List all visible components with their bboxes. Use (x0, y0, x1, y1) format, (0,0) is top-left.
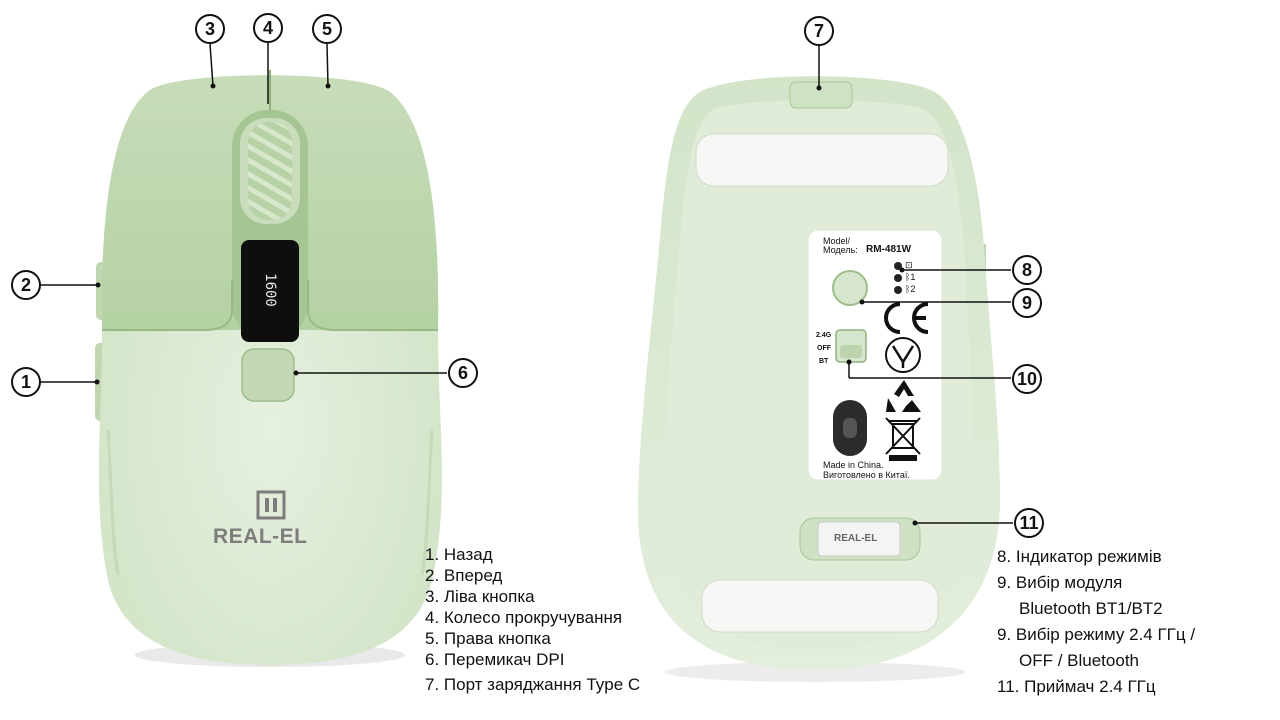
callout-6: 6 (448, 358, 478, 388)
callout-10: 10 (1012, 364, 1042, 394)
legend-item-9a: 9. Вибір модуля (997, 573, 1123, 592)
glide-foot-top (695, 133, 949, 187)
legend-item-5: 5. Права кнопка (425, 629, 551, 648)
switch-label-24g: 2.4G (816, 332, 832, 339)
dpi-readout: 1600 (262, 273, 278, 307)
legend-item-7: 7. Порт заряджання Type C (425, 675, 641, 694)
switch-label-off: OFF (817, 345, 831, 352)
legend-item-3: 3. Ліва кнопка (425, 587, 535, 606)
legend-item-8: 8. Індикатор режимів (997, 547, 1162, 566)
made-in-ua: Виготовлено в Китаї. (823, 470, 910, 480)
legend-item-6: 6. Перемикач DPI (425, 650, 565, 669)
conformity-mark (885, 337, 921, 373)
model-number: RM-481W (866, 244, 912, 255)
legend-item-9b: 9. Вибір режиму 2.4 ГГц / (997, 625, 1196, 644)
usb-receiver (817, 521, 901, 557)
legend-item-9a-cont: Bluetooth BT1/BT2 (1019, 599, 1163, 618)
callout-9: 9 (1012, 288, 1042, 318)
legend-item-9b-cont: OFF / Bluetooth (1019, 651, 1139, 670)
legend-item-2: 2. Вперед (425, 566, 503, 585)
dpi-display (241, 240, 299, 342)
model-label-line2: Модель: (823, 245, 858, 255)
weee-bin-icon (885, 417, 921, 461)
callout-8: 8 (1012, 255, 1042, 285)
model-sticker (807, 229, 943, 481)
scroll-wheel (248, 122, 292, 220)
mouse-bottom-view (637, 76, 1000, 682)
indicator-label-bt1: ᛒ1 (905, 272, 916, 282)
ce-mark (884, 302, 929, 334)
leader-lines (40, 43, 1013, 524)
legend-item-4: 4. Колесо прокручування (425, 608, 623, 627)
made-in-en: Made in China. (823, 460, 884, 470)
legend-item-1: 1. Назад (425, 545, 493, 564)
usb-c-port (789, 81, 853, 109)
dpi-button (241, 348, 295, 402)
receiver-brand: REAL-EL (834, 533, 878, 544)
brand-wordmark: REAL-EL (213, 525, 308, 548)
legend-left: 1. Назад 2. Вперед 3. Ліва кнопка 4. Кол… (425, 544, 640, 695)
callout-11: 11 (1014, 508, 1044, 538)
brand-logo-mark (256, 490, 286, 520)
model-label-line1: Model/ (823, 236, 851, 246)
callout-1: 1 (11, 367, 41, 397)
legend-right: 8. Індикатор режимів 9. Вибір модуля Blu… (997, 544, 1195, 700)
recycle-icon (886, 380, 921, 412)
mouse-top-view (95, 70, 442, 667)
switch-label-bt: BT (819, 358, 829, 365)
callout-2: 2 (11, 270, 41, 300)
bt-select-button (832, 270, 868, 306)
callout-4: 4 (253, 13, 283, 43)
callout-7: 7 (804, 16, 834, 46)
legend-item-11: 11. Приймач 2.4 ГГц (997, 677, 1156, 696)
indicator-label-bt2: ᛒ2 (905, 284, 916, 294)
callout-5: 5 (312, 14, 342, 44)
indicator-label-dongle: ⊡ (905, 260, 913, 270)
glide-foot-bottom (701, 579, 939, 633)
callout-3: 3 (195, 14, 225, 44)
